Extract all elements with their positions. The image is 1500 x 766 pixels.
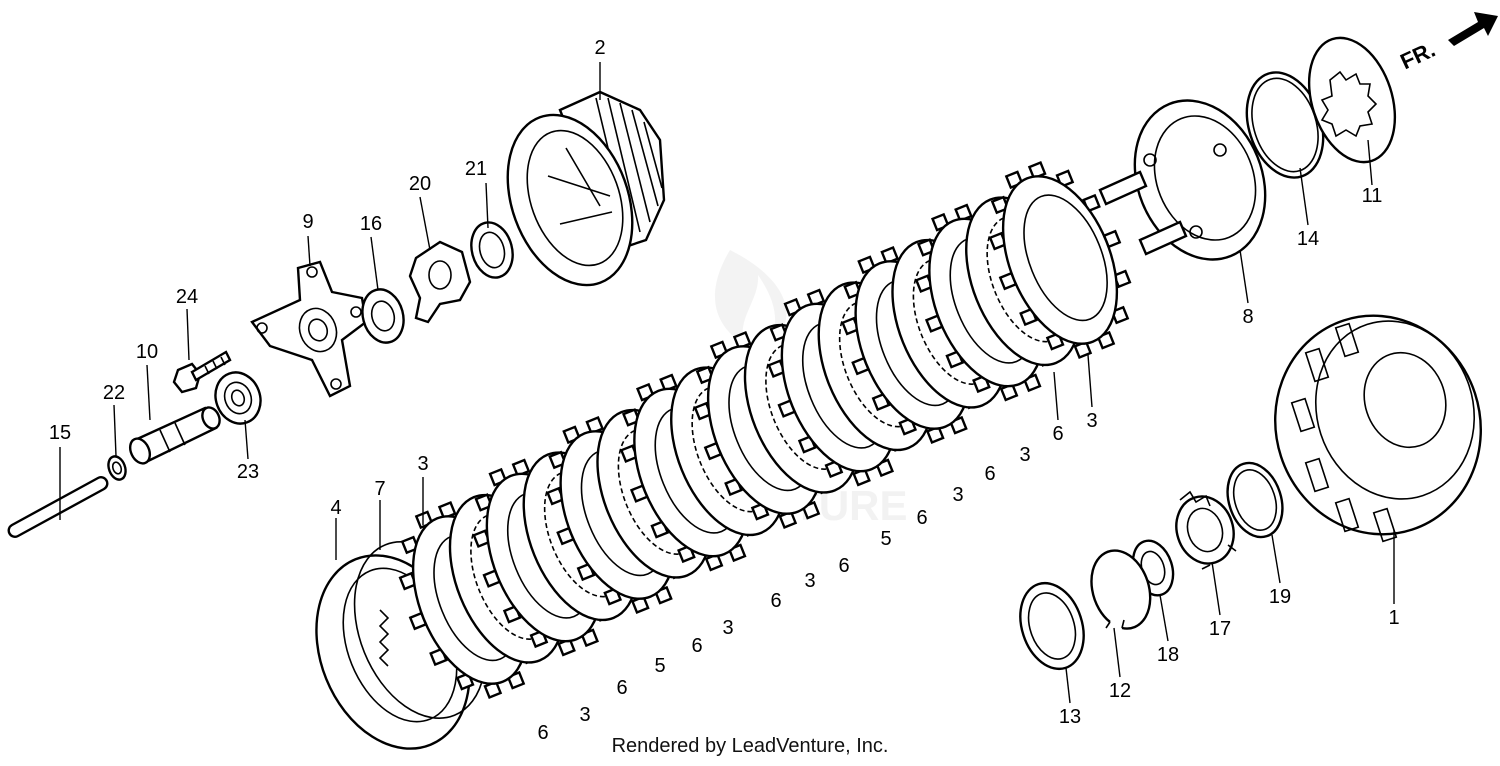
- part-10-lifter-piece[interactable]: [126, 405, 223, 467]
- part-19-thrust-washer[interactable]: [1219, 456, 1292, 544]
- callout-6: 6: [537, 722, 548, 744]
- part-23-bearing[interactable]: [208, 366, 267, 430]
- callout-8: 8: [1242, 306, 1253, 328]
- callout-20: 20: [409, 173, 431, 195]
- callout-21: 21: [465, 158, 487, 180]
- part-11-washer-plate[interactable]: [1294, 27, 1410, 173]
- callout-3: 3: [417, 453, 428, 475]
- part-9-lifter-plate[interactable]: [250, 260, 368, 398]
- part-16-collar[interactable]: [357, 285, 410, 348]
- callout-3: 3: [579, 704, 590, 726]
- callout-19: 19: [1269, 586, 1291, 608]
- part-24-bolt[interactable]: [172, 350, 232, 394]
- plate-body: [1001, 175, 1119, 345]
- callout-6: 6: [838, 555, 849, 577]
- part-13-oil-seal[interactable]: [1010, 575, 1094, 677]
- callout-6: 6: [616, 677, 627, 699]
- callout-11: 11: [1362, 185, 1383, 207]
- callout-6: 6: [770, 590, 781, 612]
- part-17-lock-nut[interactable]: [1168, 489, 1242, 571]
- callout-18: 18: [1157, 644, 1179, 666]
- callout-16: 16: [360, 213, 382, 235]
- callout-10: 10: [136, 341, 158, 363]
- callout-3: 3: [952, 484, 963, 506]
- part-8-clutch-center[interactable]: [1098, 81, 1288, 280]
- callout-3: 3: [722, 617, 733, 639]
- callout-labels: 1 2 3 3 3 3 3 3 3 4 5 5 6 6 6 6 6 6 6 6 …: [49, 37, 1400, 744]
- part-21-thrust-washer[interactable]: [465, 218, 518, 282]
- callout-6: 6: [984, 463, 995, 485]
- leader-lines: [59, 62, 1395, 704]
- callout-7: 7: [374, 478, 385, 500]
- plate-inner-edge: [1023, 194, 1108, 322]
- callout-17: 17: [1209, 618, 1231, 640]
- callout-6: 6: [691, 635, 702, 657]
- part-1-clutch-outer-basket[interactable]: [1247, 289, 1500, 561]
- callout-22: 22: [103, 382, 125, 404]
- callout-3: 3: [1086, 410, 1097, 432]
- callout-14: 14: [1297, 228, 1319, 250]
- callout-13: 13: [1059, 706, 1081, 728]
- callout-3: 3: [1019, 444, 1030, 466]
- front-label: FR.: [1396, 37, 1439, 75]
- render-credit: Rendered by LeadVenture, Inc.: [611, 735, 889, 757]
- callout-3: 3: [804, 570, 815, 592]
- callout-1: 1: [1388, 607, 1399, 629]
- part-22-washer[interactable]: [105, 454, 128, 482]
- callout-6: 6: [916, 507, 927, 529]
- friction-disc[interactable]: [966, 146, 1154, 374]
- callout-4: 4: [330, 497, 341, 519]
- callout-12: 12: [1109, 680, 1131, 702]
- clutch-plate-stack: [398, 146, 1154, 700]
- callout-24: 24: [176, 286, 198, 308]
- part-2-clutch-outer-gear[interactable]: [485, 90, 666, 303]
- callout-5: 5: [654, 655, 665, 677]
- part-20-lock-washer[interactable]: [408, 240, 472, 324]
- front-arrow-icon: [1448, 12, 1498, 46]
- callout-5: 5: [880, 528, 891, 550]
- callout-23: 23: [237, 461, 259, 483]
- callout-15: 15: [49, 422, 71, 444]
- part-15-pushrod[interactable]: [7, 476, 109, 538]
- callout-2: 2: [594, 37, 605, 59]
- front-direction-indicator: FR.: [1396, 12, 1498, 74]
- callout-6: 6: [1052, 423, 1063, 445]
- part-12-circlip[interactable]: [1090, 549, 1152, 630]
- callout-9: 9: [302, 211, 313, 233]
